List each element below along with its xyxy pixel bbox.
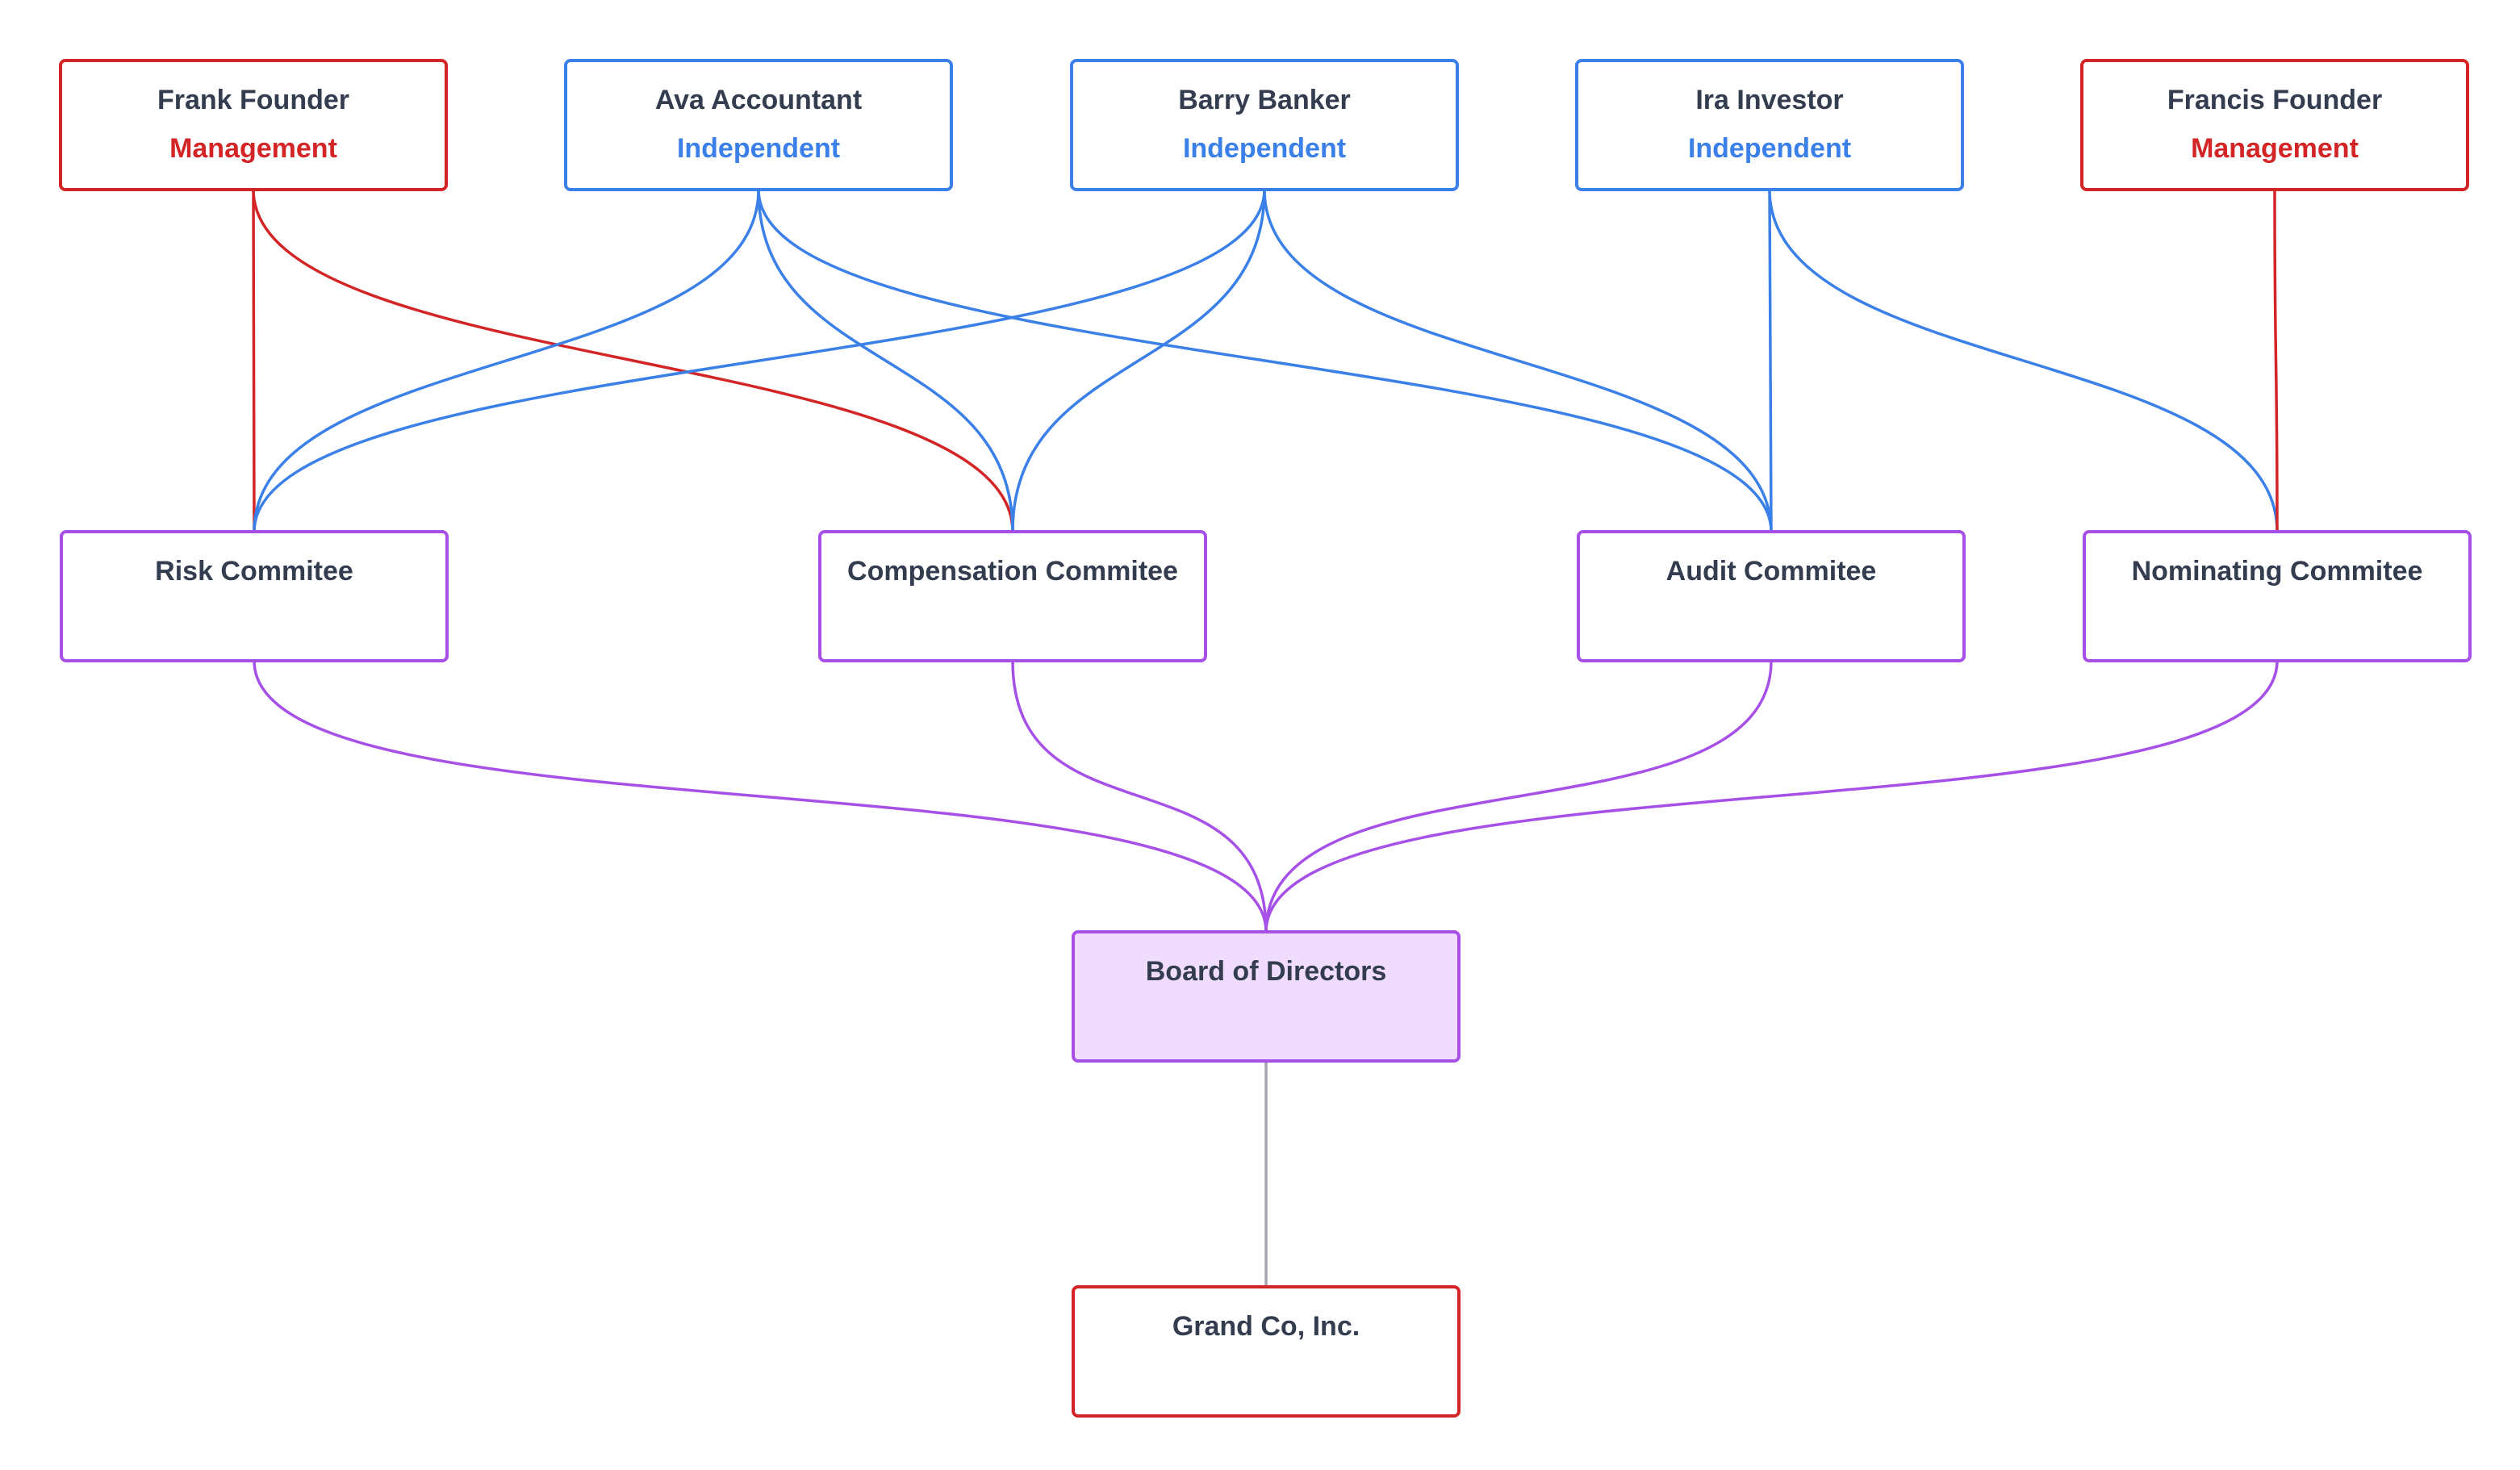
committee-node-nom[interactable]: Nominating Commitee: [2083, 530, 2472, 662]
board-node-box: [1072, 930, 1461, 1063]
committee-node-risk-box: [60, 530, 449, 662]
committee-node-nom-box: [2083, 530, 2472, 662]
edge-risk-to-board: [253, 660, 1268, 933]
edge-frank-to-comp: [252, 189, 1014, 532]
person-node-francis-title: Francis Founder: [2167, 85, 2382, 115]
edge-barry-to-comp: [1011, 189, 1266, 532]
board-node-title: Board of Directors: [1146, 956, 1387, 987]
person-node-francis-box: [2080, 59, 2469, 191]
person-node-barry-title: Barry Banker: [1178, 85, 1351, 115]
person-node-barry-box: [1070, 59, 1459, 191]
committee-node-risk[interactable]: Risk Commitee: [60, 530, 449, 662]
committee-node-comp-box: [818, 530, 1207, 662]
committee-node-nom-title: Nominating Commitee: [2132, 556, 2423, 587]
person-node-ava-box: [564, 59, 953, 191]
committee-node-comp[interactable]: Compensation Commitee: [818, 530, 1207, 662]
person-node-francis-role-label: Management: [2191, 133, 2359, 164]
person-node-ira-role-label: Independent: [1688, 133, 1851, 164]
edge-frank-to-risk: [252, 189, 256, 532]
person-node-ira-box: [1575, 59, 1964, 191]
edge-ava-to-risk: [253, 189, 760, 532]
committee-node-audit-box: [1577, 530, 1966, 662]
person-node-barry-role-label: Independent: [1183, 133, 1346, 164]
edge-barry-to-risk: [253, 189, 1266, 532]
company-node[interactable]: Grand Co, Inc.: [1072, 1285, 1461, 1418]
edge-barry-to-audit: [1263, 189, 1773, 532]
person-node-ava-role-label: Independent: [677, 133, 840, 164]
edge-comp-to-board: [1011, 660, 1268, 933]
edge-ira-to-nom: [1768, 189, 2279, 532]
connector-lines: [252, 189, 2279, 1287]
committee-node-audit-title: Audit Commitee: [1666, 556, 1877, 587]
person-node-ava-title: Ava Accountant: [655, 85, 862, 115]
edge-nom-to-board: [1264, 660, 2279, 933]
person-node-frank-box: [59, 59, 448, 191]
edge-ava-to-audit: [757, 189, 1773, 532]
company-node-title: Grand Co, Inc.: [1172, 1311, 1360, 1342]
edge-ira-to-audit: [1768, 189, 1773, 532]
person-node-frank-role-label: Management: [169, 133, 337, 164]
person-node-ira-title: Ira Investor: [1695, 85, 1843, 115]
edge-francis-to-nom: [2273, 189, 2279, 532]
board-node[interactable]: Board of Directors: [1072, 930, 1461, 1063]
edge-ava-to-comp: [757, 189, 1014, 532]
committee-node-comp-title: Compensation Commitee: [847, 556, 1178, 587]
person-node-frank-title: Frank Founder: [157, 85, 349, 115]
committee-node-audit[interactable]: Audit Commitee: [1577, 530, 1966, 662]
company-node-box: [1072, 1285, 1461, 1418]
edge-audit-to-board: [1264, 660, 1773, 933]
committee-node-risk-title: Risk Commitee: [155, 556, 353, 587]
